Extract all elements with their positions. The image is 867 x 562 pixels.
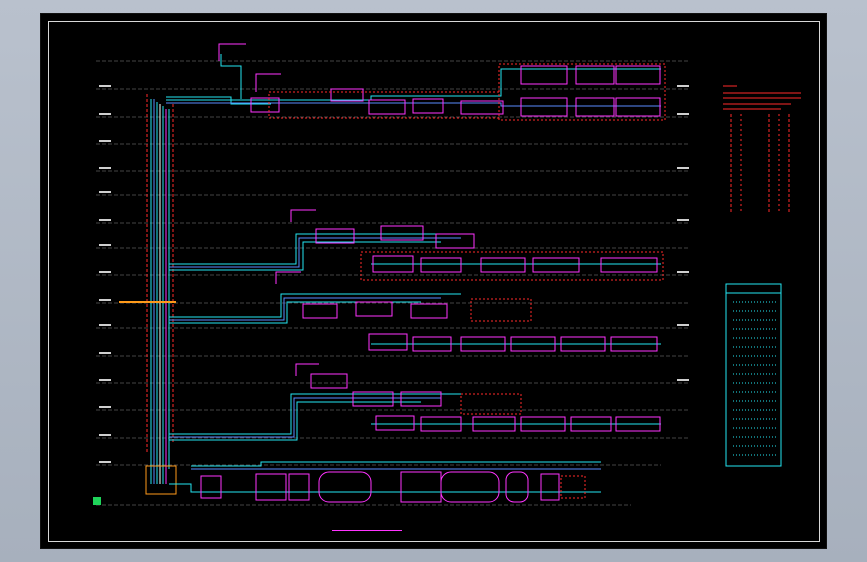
top-floor-branch: [166, 43, 666, 121]
level-tags: [99, 85, 689, 463]
floor-branch-a: [169, 209, 664, 281]
floor-branch-b: [169, 271, 661, 352]
plant-room-equipment: [93, 461, 601, 505]
symbol-legend-block: [725, 283, 782, 467]
general-notes-block: [723, 85, 801, 214]
floor-level-lines: [96, 60, 689, 506]
floor-branch-c: [169, 363, 661, 441]
main-riser-pipes: [119, 94, 251, 484]
drawing-title: [332, 530, 402, 531]
drawing-frame: [40, 13, 827, 549]
drawing-sheet-border: [48, 21, 820, 542]
schematic-canvas: [93, 43, 801, 506]
